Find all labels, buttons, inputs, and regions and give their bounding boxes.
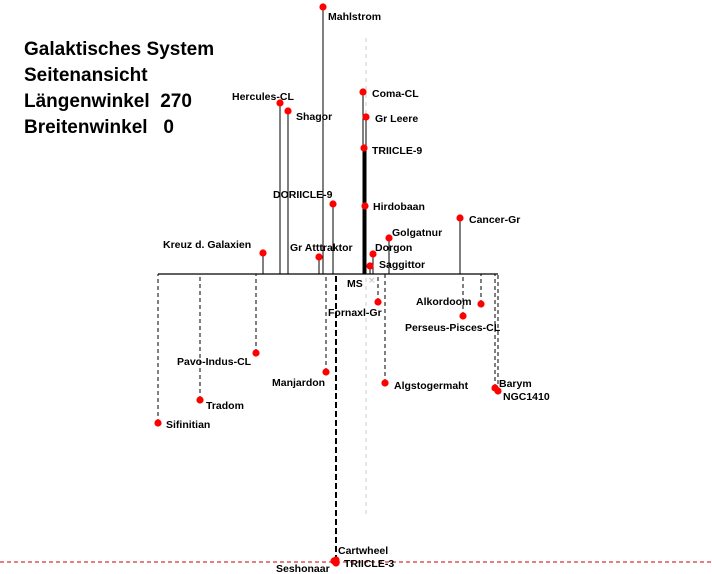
point-doriicle-9 — [329, 200, 337, 208]
point-hirdobaan — [361, 202, 369, 210]
label-sifinitian: Sifinitian — [166, 419, 210, 431]
object-points — [154, 3, 502, 567]
point-saggittor — [366, 262, 374, 270]
point-perseus-pisces-cl — [459, 312, 467, 320]
label-mahlstrom: Mahlstrom — [328, 11, 381, 23]
title-line-4: Breitenwinkel 0 — [24, 115, 214, 141]
label-tradom: Tradom — [206, 400, 244, 412]
label-shagor: Shagor — [296, 111, 332, 123]
point-algstogermaht — [381, 379, 389, 387]
point-dorgon — [369, 250, 377, 258]
point-tradom — [196, 396, 204, 404]
point-kreuz-d-galaxien — [259, 249, 267, 257]
point-sifinitian — [154, 419, 162, 427]
connector-lines — [157, 7, 499, 423]
point-triicle-9 — [360, 144, 368, 152]
point-ngc1410 — [494, 387, 502, 395]
label-fornaxl-gr: Fornaxl-Gr — [328, 307, 382, 319]
label-dorgon: Dorgon — [375, 242, 412, 254]
point-mahlstrom — [319, 3, 327, 11]
label-gr-leere: Gr Leere — [375, 113, 418, 125]
point-manjardon — [322, 368, 330, 376]
point-cancer-gr — [456, 214, 464, 222]
point-gr-leere — [362, 113, 370, 121]
point-shagor — [284, 107, 292, 115]
center-label: MS — [347, 278, 363, 290]
label-triicle-3: TRIICLE-3 — [344, 558, 394, 570]
label-hirdobaan: Hirdobaan — [373, 201, 425, 213]
point-gr-atttraktor — [315, 253, 323, 261]
label-triicle-9: TRIICLE-9 — [372, 145, 422, 157]
title-line-2: Seitenansicht — [24, 65, 148, 86]
longitude-value: 270 — [160, 91, 192, 112]
point-triicle-3 — [332, 559, 340, 567]
label-kreuz-d-galaxien: Kreuz d. Galaxien — [163, 239, 251, 251]
label-coma-cl: Coma-CL — [372, 88, 419, 100]
point-golgatnur — [385, 234, 393, 242]
label-pavo-indus-cl: Pavo-Indus-CL — [177, 356, 252, 368]
label-algstogermaht: Algstogermaht — [394, 380, 469, 392]
label-barym: Barym — [499, 378, 532, 390]
label-cartwheel: Cartwheel — [338, 545, 388, 557]
label-alkordoom: Alkordoom — [416, 296, 471, 308]
label-seshonaar: Seshonaar — [276, 563, 330, 574]
point-pavo-indus-cl — [252, 349, 260, 357]
label-ngc1410: NGC1410 — [503, 391, 550, 403]
label-manjardon: Manjardon — [272, 377, 325, 389]
label-perseus-pisces-cl: Perseus-Pisces-CL — [405, 322, 501, 334]
latitude-label: Breitenwinkel — [24, 117, 148, 138]
point-hercules-cl — [276, 99, 284, 107]
latitude-value: 0 — [163, 117, 174, 138]
label-saggittor: Saggittor — [379, 259, 425, 271]
label-hercules-cl: Hercules-CL — [232, 91, 294, 103]
title-line-1: Galaktisches System — [24, 39, 215, 60]
title-line-3: Längenwinkel 270 — [24, 89, 214, 115]
label-golgatnur: Golgatnur — [392, 227, 442, 239]
label-gr-atttraktor: Gr Atttraktor — [290, 242, 353, 254]
point-alkordoom — [477, 300, 485, 308]
point-fornaxl-gr — [374, 298, 382, 306]
center-marker: × — [368, 276, 376, 286]
point-coma-cl — [359, 88, 367, 96]
label-doriicle-9: DORIICLE-9 — [273, 189, 333, 201]
label-cancer-gr: Cancer-Gr — [469, 214, 520, 226]
longitude-label: Längenwinkel — [24, 91, 150, 112]
